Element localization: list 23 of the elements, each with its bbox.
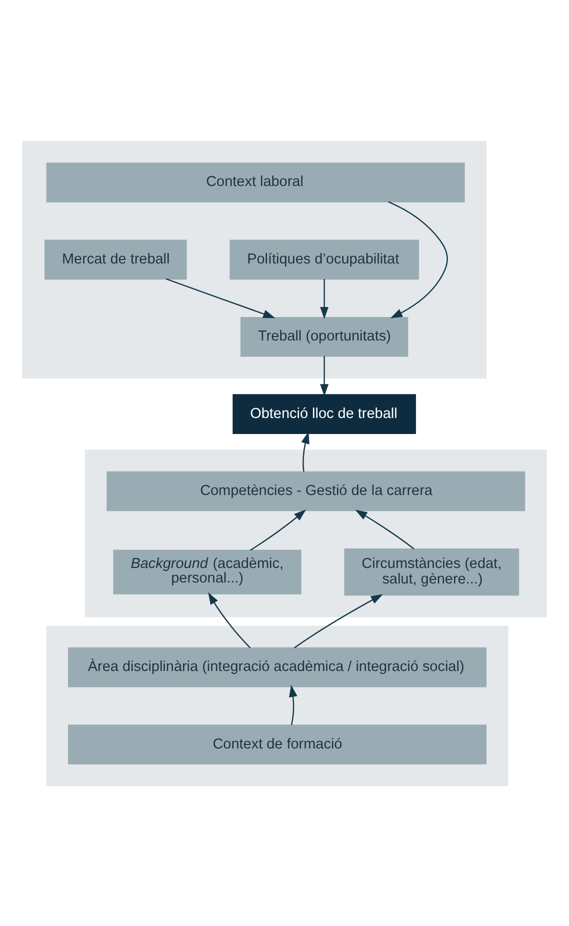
- node-box: Mercat de treball: [44, 239, 187, 280]
- arrow: [301, 431, 310, 472]
- arrow: [166, 278, 276, 318]
- arrow: [388, 200, 448, 318]
- node-box: Context laboral: [46, 162, 465, 202]
- node-box: Competències - Gestió de la carrera: [106, 470, 526, 511]
- arrow: [355, 509, 414, 549]
- arrow: [208, 592, 251, 648]
- arrow: [320, 356, 329, 396]
- node-box: Treball (oportunitats): [240, 316, 408, 356]
- arrow: [288, 684, 298, 724]
- cluster: [84, 449, 547, 617]
- node-box: Polítiques d’ocupabilitat: [230, 239, 419, 280]
- node-box: Context de formació: [68, 724, 487, 764]
- arrow: [294, 594, 384, 648]
- node-box: Circumstàncies (edat, salut, gènere...): [344, 548, 520, 596]
- node-box: Background (acadèmic, personal...): [113, 549, 302, 594]
- cluster: [22, 140, 487, 378]
- node-box: Obtenció lloc de treball: [232, 394, 416, 434]
- arrow: [250, 508, 306, 550]
- node-box: Àrea disciplinària (integració acadèmica / integració social): [68, 646, 487, 687]
- arrow: [320, 278, 329, 319]
- cluster: [46, 625, 508, 786]
